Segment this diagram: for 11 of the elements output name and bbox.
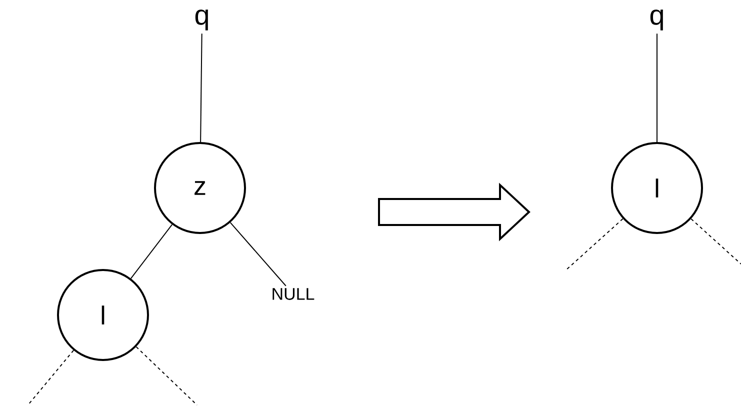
dashed-line xyxy=(566,218,624,270)
dashed-line xyxy=(28,350,74,406)
node-label: q xyxy=(195,10,208,30)
dashed-line xyxy=(136,346,198,406)
dashed-line xyxy=(690,218,741,264)
tree-edge xyxy=(130,224,173,279)
tree-edge xyxy=(200,33,202,142)
null-label: NULL xyxy=(272,288,314,300)
tree-edge xyxy=(230,222,286,286)
tree-edge xyxy=(656,33,658,142)
node-label: q xyxy=(650,10,663,30)
